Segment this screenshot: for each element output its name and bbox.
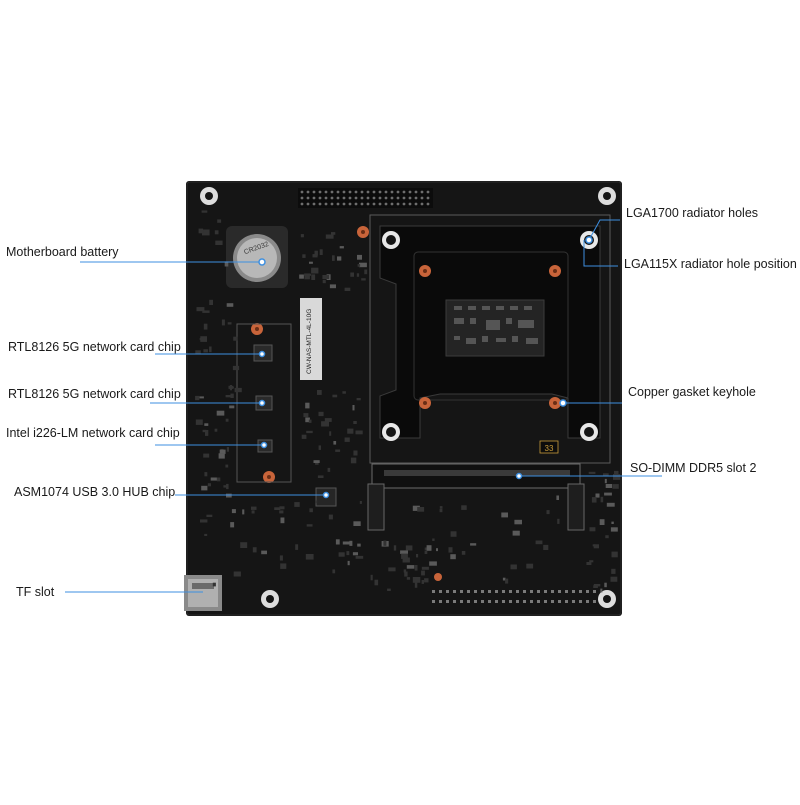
callout-label-tf: TF slot <box>16 585 55 599</box>
callout-line-lga1700 <box>588 219 620 241</box>
callout-line-lga115x <box>583 240 618 267</box>
callout-label-lga115x: LGA115X radiator hole position <box>624 257 797 271</box>
silkscreen-sticker: CW-NAS-MTL-4L-10G <box>300 298 322 380</box>
cpu-center-smd-array <box>454 306 538 344</box>
callout-dots <box>258 236 593 499</box>
callout-lines <box>65 219 662 593</box>
callout-label-rtl8126-b: RTL8126 5G network card chip <box>8 387 181 401</box>
cpu-socket-frame <box>369 214 611 464</box>
callout-label-lga1700: LGA1700 radiator holes <box>626 206 759 220</box>
smd-components <box>195 210 620 593</box>
callout-label-sodimm: SO-DIMM DDR5 slot 2 <box>630 461 757 475</box>
copper-keyhole-centers <box>255 230 557 479</box>
board-mount-holes <box>200 187 616 608</box>
pcb-edge-highlight <box>186 181 622 616</box>
callout-label-rtl8126-a: RTL8126 5G network card chip <box>8 340 181 354</box>
cpu-backplate-inner <box>413 251 569 401</box>
battery-cell: CR2032 <box>226 226 288 288</box>
tf-slot <box>184 575 222 611</box>
callout-label-copper: Copper gasket keyhole <box>628 385 756 399</box>
silkscreen-code: CW-NAS-MTL-4L-10G <box>306 309 313 374</box>
callout-label-i226: Intel i226-LM network card chip <box>6 426 180 440</box>
top-header-pin-dots <box>300 190 430 206</box>
slot-number: 33 <box>545 444 554 453</box>
bottom-header-pins <box>432 590 596 603</box>
top-header-pins <box>298 188 433 208</box>
callout-label-battery: Motherboard battery <box>6 245 119 259</box>
callout-label-asm1074: ASM1074 USB 3.0 HUB chip <box>14 485 176 499</box>
